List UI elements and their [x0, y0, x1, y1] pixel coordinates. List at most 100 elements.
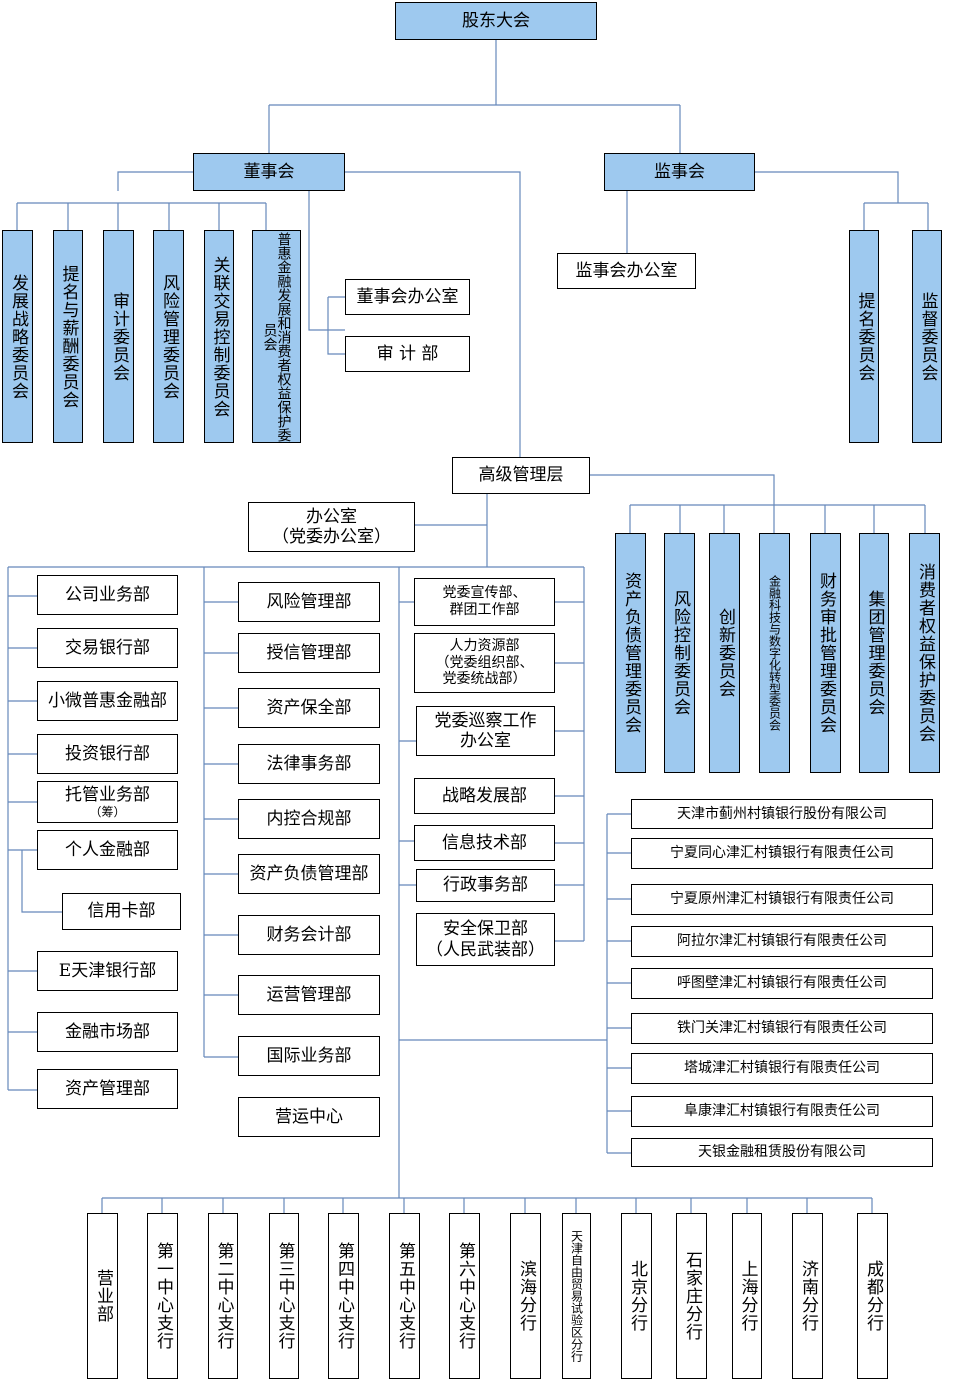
branch-box: 石家庄分行: [676, 1213, 707, 1379]
shareholders-meeting: 股东大会: [395, 2, 597, 40]
branch-box: 第五中心支行: [389, 1213, 420, 1379]
department-line: 安全保卫部: [443, 919, 528, 940]
connector-line: [16, 202, 267, 230]
subsidiary-box: 宁夏同心津汇村镇银行有限责任公司: [631, 838, 933, 869]
connector-line: [7, 566, 585, 1198]
subsidiary-box: 宁夏原州津汇村镇银行有限责任公司: [631, 884, 933, 915]
mgmt-committee: 资产负债管理委员会: [615, 533, 646, 773]
branch-box: 第六中心支行: [449, 1213, 480, 1379]
supervisors-office: 监事会办公室: [557, 253, 696, 289]
department-line: 办公室: [460, 731, 511, 751]
connector-line: [555, 601, 584, 942]
mgmt-committee: 创新委员会: [709, 533, 740, 773]
connector-line: [590, 474, 926, 533]
senior-management: 高级管理层: [452, 457, 590, 494]
department-line: 人力资源部: [449, 637, 520, 654]
department-box: 小微普惠金融部: [37, 681, 178, 721]
board-committee: 提名与薪酬委员会: [53, 230, 83, 443]
department-line: 党委巡察工作: [434, 710, 537, 731]
department-box: 授信管理部: [238, 633, 380, 673]
subsidiary-box: 塔城津汇村镇银行有限责任公司: [631, 1053, 933, 1084]
department-box: 安全保卫部 （人民武装部）: [416, 913, 555, 966]
mgmt-committee: 集团管理委员会: [859, 533, 889, 773]
department-box: 战略发展部: [414, 778, 555, 814]
board-office: 董事会办公室: [345, 279, 470, 315]
connector-line: [204, 601, 238, 1058]
connector-line: [755, 171, 929, 230]
department-box: 资产保全部: [238, 688, 380, 728]
branch-box: 济南分行: [792, 1213, 823, 1379]
connector-line: [21, 850, 62, 913]
department-line: （党委组织部、: [435, 654, 534, 671]
connector-line: [399, 601, 416, 886]
connector-line: [415, 494, 488, 567]
board-committee: 风险管理委员会: [153, 230, 184, 443]
department-box: 党委巡察工作 办公室: [416, 706, 555, 756]
board-committee: 审计委员会: [103, 230, 134, 443]
department-box: 法律事务部: [238, 744, 380, 784]
department-label: 托管业务部: [65, 784, 150, 805]
department-box: 内控合规部: [238, 799, 380, 839]
department-box: 风险管理部: [238, 582, 380, 622]
branch-box: 营业部: [87, 1213, 118, 1379]
branch-box: 北京分行: [621, 1213, 652, 1379]
department-box: 交易银行部: [37, 628, 178, 668]
general-office-line1: 办公室: [306, 506, 357, 527]
branch-box: 上海分行: [732, 1213, 762, 1379]
general-office-line2: （党委办公室）: [272, 527, 391, 547]
branch-box: 第二中心支行: [208, 1213, 238, 1379]
department-box: 个人金融部: [37, 830, 178, 870]
subsidiary-box: 铁门关津汇村镇银行有限责任公司: [631, 1013, 933, 1044]
department-box: 国际业务部: [238, 1036, 380, 1076]
supervisor-committee: 监督委员会: [912, 230, 942, 443]
mgmt-committee: 风险控制委员会: [664, 533, 695, 773]
branch-box: 天津自由贸易试验区分行: [562, 1213, 591, 1379]
department-box: 人力资源部 （党委组织部、 党委统战部）: [414, 633, 555, 693]
board-committee: 发展战略委员会: [2, 230, 33, 443]
subsidiary-box: 天银金融租赁股份有限公司: [631, 1138, 933, 1167]
department-box: 资产负债管理部: [238, 854, 380, 894]
mgmt-committee: 消费者权益保护委员会: [909, 533, 940, 773]
department-line: 群团工作部: [449, 602, 520, 618]
board-of-supervisors: 监事会: [604, 153, 755, 191]
department-box: 资产管理部: [37, 1069, 178, 1109]
subsidiary-box: 天津市蓟州村镇银行股份有限公司: [631, 799, 933, 829]
branch-box: 第一中心支行: [147, 1213, 178, 1379]
department-box: 营运中心: [238, 1097, 380, 1137]
connector-line: [101, 1197, 873, 1213]
connector-line: [308, 191, 345, 355]
department-box: 行政事务部: [416, 869, 555, 902]
subsidiary-box: 阜康津汇村镇银行有限责任公司: [631, 1096, 933, 1127]
department-box: 托管业务部 （筹）: [37, 781, 178, 823]
department-box: 信用卡部: [62, 893, 181, 930]
connector-line: [399, 813, 631, 1154]
supervisor-committee: 提名委员会: [849, 230, 879, 443]
department-line: 党委统战部）: [442, 671, 527, 688]
board-committee: 关联交易控制委员会: [204, 230, 234, 443]
connector-line: [117, 171, 193, 191]
department-box: E天津银行部: [37, 951, 178, 991]
mgmt-committee: 财务审批管理委员会: [810, 533, 841, 773]
department-box: 党委宣传部、 群团工作部: [414, 578, 555, 626]
branch-box: 第四中心支行: [328, 1213, 359, 1379]
branch-box: 第三中心支行: [269, 1213, 299, 1379]
connector-line: [345, 171, 521, 457]
subsidiary-box: 呼图壁津汇村镇银行有限责任公司: [631, 968, 933, 999]
board-committee: 普惠金融发展和消费者权益保护委员会: [252, 230, 301, 443]
department-note: （筹）: [89, 805, 126, 819]
department-box: 金融市场部: [37, 1012, 178, 1052]
department-box: 运营管理部: [238, 975, 380, 1015]
audit-department: 审 计 部: [345, 336, 470, 372]
department-box: 公司业务部: [37, 575, 178, 615]
department-box: 财务会计部: [238, 915, 380, 955]
general-office: 办公室 （党委办公室）: [248, 502, 415, 552]
branch-box: 滨海分行: [510, 1213, 541, 1379]
connector-line: [268, 40, 681, 153]
department-line: （人民武装部）: [426, 939, 545, 960]
subsidiary-box: 阿拉尔津汇村镇银行有限责任公司: [631, 926, 933, 957]
department-line: 党委宣传部、: [442, 585, 527, 602]
branch-box: 成都分行: [857, 1213, 888, 1379]
board-of-directors: 董事会: [193, 153, 345, 191]
department-box: 信息技术部: [414, 825, 555, 861]
